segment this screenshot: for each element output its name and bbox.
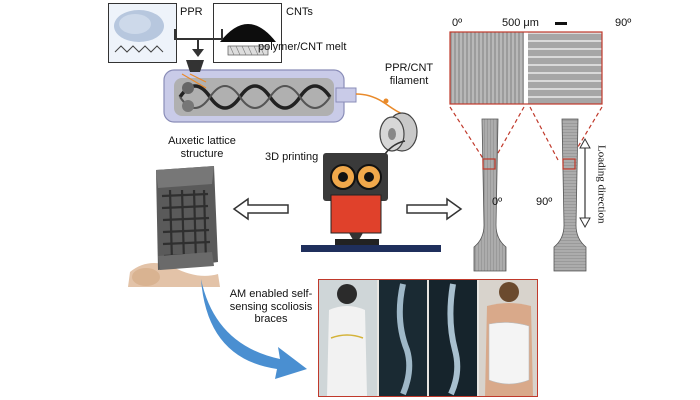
polymer-cnt-melt-label: polymer/CNT melt bbox=[258, 41, 347, 53]
ppr-powder-graphic bbox=[114, 10, 164, 53]
curved-blue-arrow bbox=[201, 279, 307, 379]
ppr-powder-image bbox=[108, 3, 177, 63]
merge-arrows bbox=[174, 29, 223, 57]
micrograph-panels bbox=[449, 31, 603, 105]
cnts-label: CNTs bbox=[286, 6, 313, 18]
scoliosis-braces-photo bbox=[318, 279, 538, 397]
scale-bar bbox=[555, 22, 567, 25]
cnt-powder-image bbox=[213, 3, 282, 63]
3d-printing-label: 3D printing bbox=[265, 151, 319, 163]
am-braces-label: AM enabled self-sensing scoliosis braces bbox=[229, 288, 313, 326]
ppr-label: PPR bbox=[180, 6, 203, 18]
left-arrow bbox=[232, 197, 289, 221]
specimen-90-label: 90º bbox=[536, 196, 553, 208]
specimen-0-label: 0º bbox=[492, 196, 503, 208]
specimen-0-degree bbox=[473, 118, 507, 272]
loading-direction-arrow bbox=[579, 137, 591, 229]
right-arrow bbox=[406, 197, 463, 221]
auxetic-lattice-label: Auxetic lattice structure bbox=[168, 135, 236, 160]
braces-photo-graphic bbox=[319, 280, 537, 396]
angle-0-label: 0º bbox=[452, 17, 463, 29]
scale-bar-label: 500 μm bbox=[502, 17, 539, 29]
loading-direction-label: Loading direction bbox=[595, 145, 608, 224]
angle-90-label: 90º bbox=[615, 17, 632, 29]
3d-printer bbox=[301, 140, 441, 252]
auxetic-lattice-photo bbox=[128, 166, 220, 287]
specimen-90-degree bbox=[553, 118, 587, 272]
cnt-powder-graphic bbox=[220, 24, 276, 56]
zoom-guides bbox=[449, 106, 603, 161]
extruder-diagram bbox=[163, 60, 357, 123]
ppr-cnt-filament-label: PPR/CNT filament bbox=[384, 62, 434, 87]
